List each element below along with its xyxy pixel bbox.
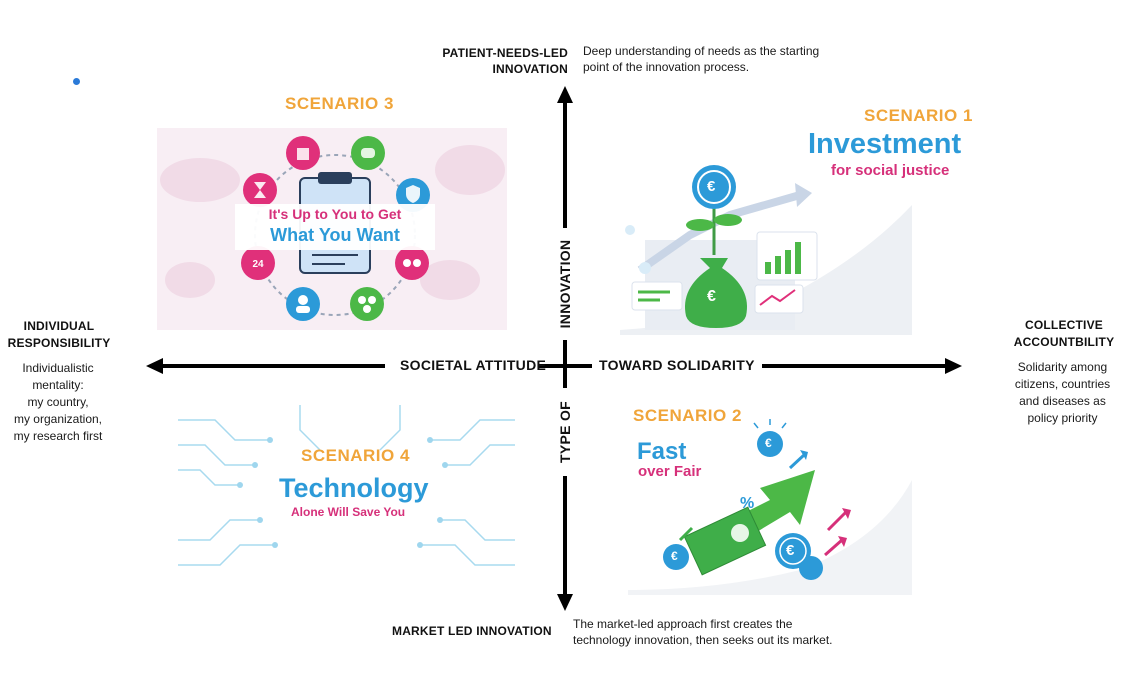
scenario-1-label: SCENARIO 1 bbox=[864, 106, 973, 125]
bottom-axis-desc-line2: technology innovation, then seeks out it… bbox=[573, 633, 833, 647]
right-axis-desc-line: citizens, countries bbox=[1014, 377, 1111, 391]
right-axis-description: Solidarity among citizens, countries and… bbox=[1000, 359, 1125, 427]
down-arrowhead-icon bbox=[557, 594, 573, 611]
euro-coin-icon bbox=[757, 431, 783, 457]
left-axis-label-line2: RESPONSIBILITY bbox=[7, 336, 111, 350]
scenario-2-label: SCENARIO 2 bbox=[633, 406, 742, 425]
right-axis-label-line2: ACCOUNTBILITY bbox=[1013, 335, 1115, 349]
scenario-2-coin-euro-3: € bbox=[765, 436, 772, 450]
top-axis-label-line1: PATIENT-NEEDS-LED bbox=[442, 46, 568, 60]
scenario-1-title: Investment bbox=[808, 128, 962, 160]
left-axis-label: INDIVIDUAL RESPONSIBILITY bbox=[0, 318, 118, 352]
scenario-2-coin-euro-2: € bbox=[786, 542, 795, 559]
euro-coin-icon bbox=[799, 556, 823, 580]
scenario-4-subtitle: Alone Will Save You bbox=[291, 505, 406, 519]
top-axis-label-line2: INNOVATION bbox=[492, 62, 568, 76]
axis-label-innovation: INNOVATION bbox=[557, 239, 573, 329]
left-axis-desc-line: Individualistic bbox=[22, 361, 94, 375]
axis-label-toward-solidarity: TOWARD SOLIDARITY bbox=[599, 357, 755, 373]
pills-icon bbox=[395, 246, 429, 280]
right-axis-label-line1: COLLECTIVE bbox=[1024, 318, 1103, 332]
left-arrowhead-icon bbox=[146, 358, 163, 374]
phone-24-icon bbox=[241, 246, 275, 280]
scenario-1-coin-euro: € bbox=[707, 178, 716, 195]
axis-label-societal-attitude: SOCIETAL ATTITUDE bbox=[400, 357, 547, 373]
right-axis-label: COLLECTIVE ACCOUNTBILITY bbox=[1005, 317, 1123, 351]
right-axis-desc-line: and diseases as bbox=[1019, 394, 1106, 408]
hourglass-icon bbox=[243, 173, 277, 207]
scenario-1-subtitle: for social justice bbox=[831, 162, 950, 179]
left-axis-desc-line: my country, bbox=[27, 395, 89, 409]
top-axis-desc-line2: point of the innovation process. bbox=[583, 60, 750, 74]
scenario-2-coin-euro-1: € bbox=[671, 549, 678, 563]
scenario-3-title-line2: What You Want bbox=[270, 225, 400, 245]
svg-text:24: 24 bbox=[252, 259, 264, 270]
scenario-2-title: Fast bbox=[637, 438, 687, 465]
scenario-1-bag-euro: € bbox=[707, 288, 716, 305]
bottom-axis-label: MARKET LED INNOVATION bbox=[392, 624, 552, 638]
scenario-4-title: Technology bbox=[279, 473, 429, 503]
top-axis-label: PATIENT-NEEDS-LED INNOVATION bbox=[420, 45, 568, 77]
left-axis-label-line1: INDIVIDUAL bbox=[23, 319, 95, 333]
bottom-axis-desc-line1: The market-led approach first creates th… bbox=[573, 617, 793, 631]
left-axis-desc-line: mentality: bbox=[32, 378, 84, 392]
scenario-2-subtitle: over Fair bbox=[638, 463, 702, 480]
scenario-3-title-line1: It's Up to You to Get bbox=[268, 206, 402, 222]
axis-label-type-of: TYPE OF bbox=[557, 401, 573, 463]
scenario-3-label: SCENARIO 3 bbox=[285, 94, 394, 113]
left-axis-description: Individualistic mentality: my country, m… bbox=[0, 360, 116, 445]
scenario-2-percent-icon: % bbox=[740, 495, 755, 512]
left-axis-desc-line: my research first bbox=[13, 429, 103, 443]
bottom-axis-description: The market-led approach first creates th… bbox=[573, 616, 832, 648]
scenario-4-label: SCENARIO 4 bbox=[301, 446, 410, 465]
up-arrowhead-icon bbox=[557, 86, 573, 103]
right-axis-desc-line: Solidarity among bbox=[1017, 360, 1108, 374]
euro-coin-icon bbox=[663, 544, 689, 570]
right-axis-desc-line: policy priority bbox=[1027, 411, 1098, 425]
bullet-dot bbox=[73, 78, 80, 85]
left-axis-desc-line: my organization, bbox=[13, 412, 103, 426]
top-axis-description: Deep understanding of needs as the start… bbox=[583, 43, 819, 75]
top-axis-desc-line1: Deep understanding of needs as the start… bbox=[583, 44, 820, 58]
coins-icon bbox=[350, 287, 384, 321]
right-arrowhead-icon bbox=[945, 358, 962, 374]
